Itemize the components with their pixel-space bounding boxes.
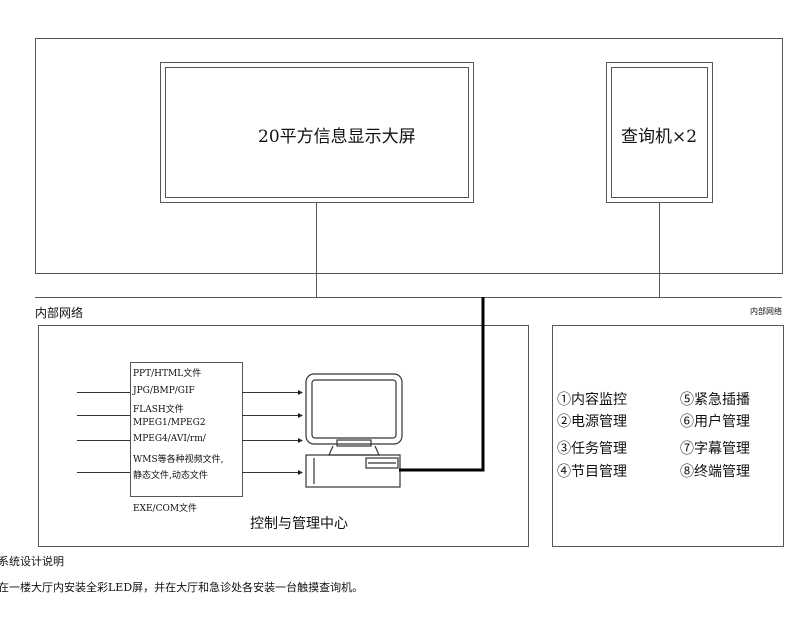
file-type: JPG/BMP/GIF xyxy=(133,386,195,396)
file-type-extra: EXE/COM文件 xyxy=(133,504,198,514)
network-label-left: 内部网络 xyxy=(35,306,84,320)
function-item: ④节目管理 xyxy=(557,464,627,480)
kiosk-label: 查询机×2 xyxy=(621,127,698,147)
function-item: ③任务管理 xyxy=(557,441,627,457)
file-type: MPEG4/AVI/rm/ xyxy=(133,434,206,444)
function-item: ⑤紧急插播 xyxy=(680,392,750,408)
file-type: MPEG1/MPEG2 xyxy=(133,418,206,428)
file-type: WMS等各种视频文件, xyxy=(133,455,224,465)
file-types-box xyxy=(130,362,243,497)
control-center-box xyxy=(38,325,529,547)
display-screen-label: 20平方信息显示大屏 xyxy=(258,127,416,147)
function-item: ②电源管理 xyxy=(557,414,627,430)
notes-text: 在一楼大厅内安装全彩LED屏，并在大厅和急诊处各安装一台触摸查询机。 xyxy=(0,581,364,594)
functions-box xyxy=(552,325,784,547)
control-center-title: 控制与管理中心 xyxy=(250,516,348,532)
function-item: ⑥用户管理 xyxy=(680,414,750,430)
function-item: ⑦字幕管理 xyxy=(680,441,750,457)
file-type: FLASH文件 xyxy=(133,405,184,415)
computer-icon xyxy=(305,373,403,488)
function-item: ①内容监控 xyxy=(557,392,627,408)
control-link-line xyxy=(399,297,485,472)
notes-title: 系统设计说明 xyxy=(0,555,64,568)
top-area-box xyxy=(35,38,783,274)
file-type: 静态文件,动态文件 xyxy=(133,471,208,481)
network-label-right: 内部网络 xyxy=(750,307,782,316)
file-type: PPT/HTML文件 xyxy=(133,369,202,379)
function-item: ⑧终端管理 xyxy=(680,464,750,480)
